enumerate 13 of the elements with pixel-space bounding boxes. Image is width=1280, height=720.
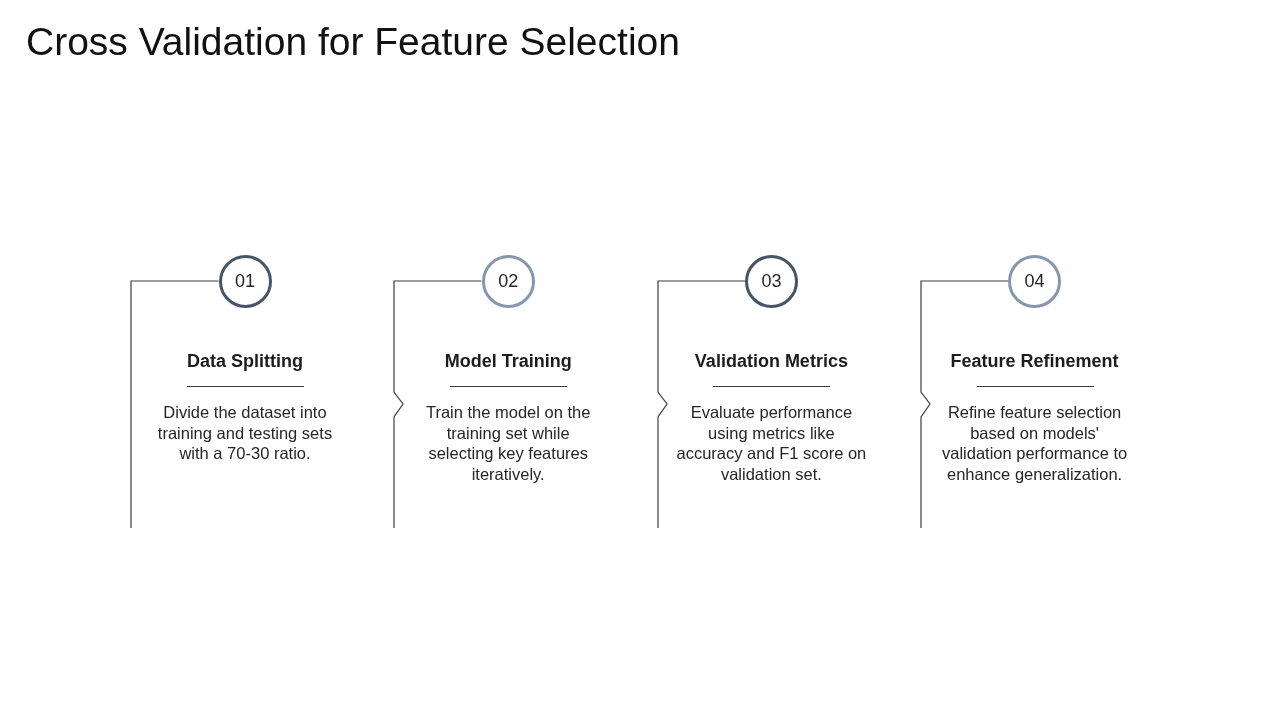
step-number-circle: 03 xyxy=(744,254,798,308)
step-number-circle: 02 xyxy=(481,254,535,308)
step-description: Divide the dataset into training and testing sets with a 70-30 ratio. xyxy=(156,402,334,465)
step-heading: Model Training xyxy=(443,350,573,372)
step-description: Train the model on the training set while selecting key features iteratively. xyxy=(424,402,592,485)
step-heading: Feature Refinement xyxy=(949,350,1120,372)
step-description: Evaluate performance using metrics like accuracy and F1 score on validation set. xyxy=(676,402,867,485)
step-number-circle: 04 xyxy=(1008,254,1062,308)
slide-title: Cross Validation for Feature Selection xyxy=(26,20,680,64)
step-heading: Data Splitting xyxy=(186,350,304,372)
step-number-circle: 01 xyxy=(218,254,272,308)
step-description: Refine feature selection based on models' validation performance to enhance generalization. xyxy=(940,402,1129,485)
step-heading: Validation Metrics xyxy=(693,350,849,372)
